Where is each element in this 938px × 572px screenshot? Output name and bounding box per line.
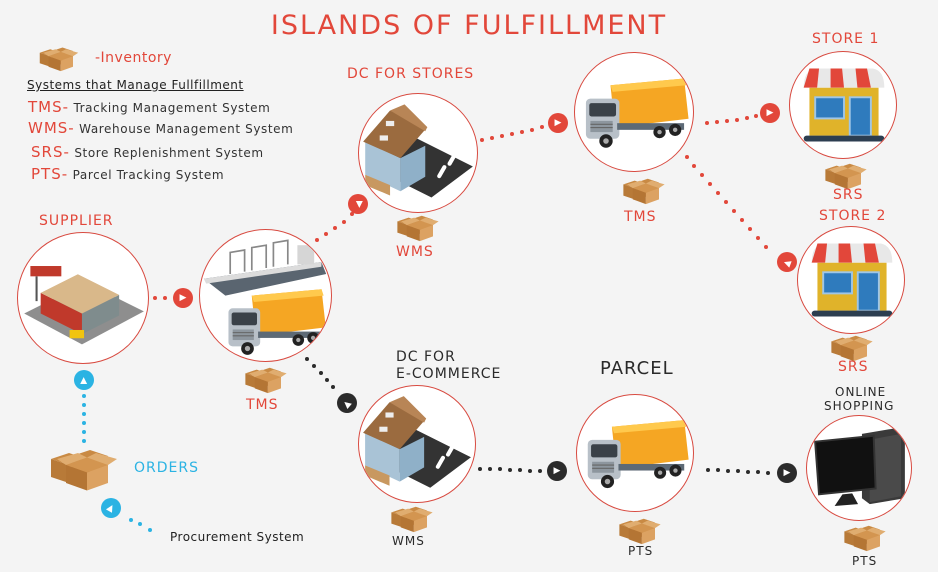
truck-icon	[585, 77, 690, 149]
legend-text: Parcel Tracking System	[72, 168, 225, 182]
arrow-right-button[interactable]: ▶	[173, 288, 193, 308]
dc-ecommerce-system-label: WMS	[392, 534, 425, 548]
store2-label: STORE 2	[819, 208, 887, 224]
legend-abbr: SRS-	[31, 143, 70, 161]
storefront-icon	[810, 242, 894, 318]
parcel-label: PARCEL	[600, 358, 674, 379]
storefront-icon	[802, 67, 886, 143]
play-icon: ▶	[783, 467, 791, 478]
play-icon: ▶	[554, 117, 562, 128]
store2-node[interactable]	[797, 226, 905, 334]
parcel-node[interactable]	[576, 394, 694, 512]
play-icon: ▶	[766, 107, 774, 118]
legend-inventory-label: -Inventory	[95, 50, 172, 66]
arrow-button[interactable]: ▶	[348, 194, 368, 214]
arrow-up-button[interactable]: ▶	[74, 370, 94, 390]
online-node[interactable]	[806, 415, 912, 521]
play-icon: ▶	[104, 502, 117, 514]
store1-node[interactable]	[789, 51, 897, 159]
play-icon: ▶	[553, 465, 561, 476]
legend-text: Tracking Management System	[73, 101, 271, 115]
computer-icon	[814, 428, 906, 508]
play-icon: ▶	[78, 376, 89, 384]
inventory-icon	[835, 522, 895, 552]
legend-item-pts: PTS- Parcel Tracking System	[31, 165, 224, 183]
play-icon: ▶	[340, 397, 353, 410]
play-icon: ▶	[353, 200, 364, 208]
inventory-icon	[816, 160, 876, 190]
online-system-label: PTS	[852, 554, 878, 568]
supplier-node[interactable]	[17, 232, 149, 364]
arrow-right-button[interactable]: ▶	[548, 113, 568, 133]
legend-item-wms: WMS- Warehouse Management System	[28, 119, 293, 137]
orders-boxes-icon	[36, 444, 132, 492]
online-label-line2: SHOPPING	[824, 399, 895, 413]
page-title: ISLANDS OF FULFILLMENT	[270, 10, 668, 41]
store1-label: STORE 1	[812, 31, 880, 47]
arrow-right-button[interactable]: ▶	[777, 463, 797, 483]
inventory-icon	[822, 332, 882, 362]
arrow-button[interactable]: ▶	[337, 393, 357, 413]
store2-system-label: SRS	[838, 359, 869, 375]
legend-text: Store Replenishment System	[74, 146, 264, 160]
tms-truck-system-label: TMS	[624, 209, 657, 225]
inventory-icon	[236, 364, 296, 394]
truck-icon	[587, 419, 690, 489]
dc-ecommerce-label-line1: DC FOR	[396, 349, 456, 365]
dc-ecommerce-node[interactable]	[358, 385, 476, 503]
supplier-label: SUPPLIER	[39, 213, 114, 229]
inventory-icon	[382, 503, 442, 533]
arrow-right-button[interactable]: ▶	[760, 103, 780, 123]
factory-icon	[23, 264, 145, 346]
inventory-icon	[610, 515, 670, 545]
store1-system-label: SRS	[833, 187, 864, 203]
dc-ecommerce-label-line2: E-COMMERCE	[396, 366, 502, 382]
transport-system-label: TMS	[246, 397, 279, 413]
legend-heading: Systems that Manage Fullfillment	[27, 78, 244, 92]
legend-text: Warehouse Management System	[79, 122, 294, 136]
warehouse-icon	[363, 104, 473, 198]
play-icon: ▶	[179, 292, 187, 303]
parcel-system-label: PTS	[628, 544, 654, 558]
warehouse-icon	[363, 396, 471, 488]
inventory-icon	[614, 175, 674, 205]
arrow-button[interactable]: ▶	[101, 498, 121, 518]
tms-truck-node[interactable]	[574, 52, 694, 172]
dc-stores-label: DC FOR STORES	[347, 66, 475, 82]
transport-node[interactable]	[199, 229, 332, 362]
dc-stores-system-label: WMS	[396, 244, 434, 260]
arrow-button[interactable]: ▶	[777, 252, 797, 272]
online-label-line1: ONLINE	[835, 385, 887, 399]
legend-abbr: PTS-	[31, 165, 69, 183]
legend-abbr: TMS-	[28, 98, 70, 116]
procurement-system-label: Procurement System	[170, 530, 305, 544]
arrow-right-button[interactable]: ▶	[547, 461, 567, 481]
legend-item-tms: TMS- Tracking Management System	[28, 98, 270, 116]
truck-icon	[227, 288, 327, 356]
legend-abbr: WMS-	[28, 119, 75, 137]
legend-item-srs: SRS- Store Replenishment System	[31, 143, 264, 161]
orders-label: ORDERS	[134, 460, 199, 476]
dc-stores-node[interactable]	[358, 93, 478, 213]
play-icon: ▶	[781, 256, 792, 269]
inventory-icon	[388, 212, 448, 242]
